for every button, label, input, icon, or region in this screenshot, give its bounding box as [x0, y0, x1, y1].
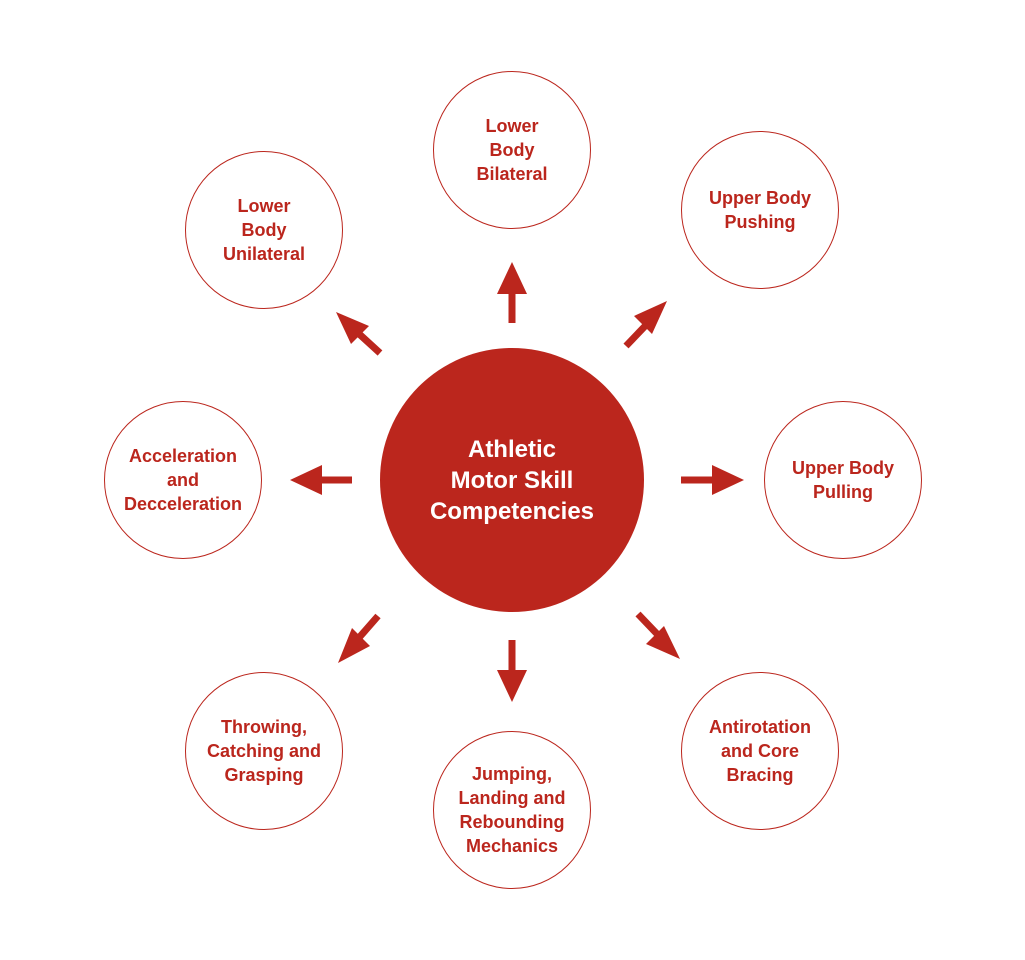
- arrow-up: [497, 262, 527, 323]
- arrow-left: [290, 465, 352, 495]
- arrow-down: [497, 640, 527, 702]
- node-label: Lower Body Bilateral: [476, 116, 548, 184]
- node-upper-body-pulling: Upper Body Pulling: [764, 401, 922, 559]
- arrow-up-right: [623, 301, 667, 349]
- node-lower-body-bilateral: Lower Body Bilateral: [433, 71, 591, 229]
- node-label: Throwing, Catching and Grasping: [206, 717, 321, 785]
- node-label: Acceleration and Decceleration: [123, 446, 243, 514]
- node-jumping-landing-rebounding: Jumping, Landing and Rebounding Mechanic…: [433, 731, 591, 889]
- center-node: Athletic Motor Skill Competencies: [380, 348, 644, 612]
- arrow-up-left: [336, 312, 383, 356]
- node-lower-body-unilateral: Lower Body Unilateral: [185, 151, 343, 309]
- node-label: Upper Body Pushing: [708, 188, 811, 232]
- node-label: Upper Body Pulling: [791, 458, 894, 502]
- node-antirotation-core-bracing: Antirotation and Core Bracing: [681, 672, 839, 830]
- node-throwing-catching-grasping: Throwing, Catching and Grasping: [185, 672, 343, 830]
- arrow-down-left: [338, 613, 381, 663]
- center-label: Athletic Motor Skill Competencies: [429, 435, 595, 525]
- node-label: Jumping, Landing and Rebounding Mechanic…: [458, 764, 566, 856]
- arrow-right: [681, 465, 744, 495]
- arrow-down-right: [635, 611, 680, 659]
- node-upper-body-pushing: Upper Body Pushing: [681, 131, 839, 289]
- node-label: Lower Body Unilateral: [222, 196, 306, 264]
- node-label: Antirotation and Core Bracing: [709, 717, 811, 785]
- node-acceleration-decceleration: Acceleration and Decceleration: [104, 401, 262, 559]
